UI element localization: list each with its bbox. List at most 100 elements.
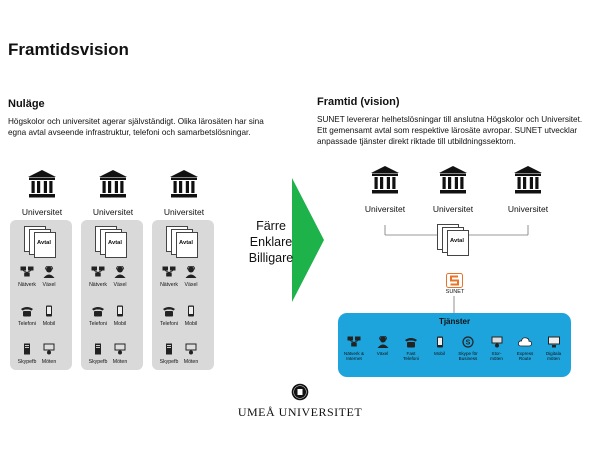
service-item-label-line: Digitala [545, 351, 562, 356]
avtal-label: Avtal [179, 240, 193, 246]
service-item-label-line: Fast [406, 351, 416, 356]
mobile-icon [188, 305, 194, 317]
services-panel [338, 313, 571, 377]
transition-arrow-icon [292, 178, 324, 302]
meeting-icon [491, 336, 502, 348]
skypefb-icon [95, 343, 101, 355]
skypefb-icon [24, 343, 30, 355]
service-label: Telefoni [18, 321, 36, 327]
network-icon [347, 336, 361, 347]
university-label: Universitet [507, 204, 549, 214]
service-label: Möten [183, 359, 199, 365]
sunet-connector [453, 296, 455, 314]
service-item-label-line: Express [516, 351, 534, 356]
operator-icon [114, 266, 126, 278]
service-item-label-line: Telefoni [403, 356, 419, 362]
nulage-line-2: egna avtal avseende infrastruktur, telef… [8, 128, 251, 137]
nulage-description: Högskolor och universitet agerar självst… [8, 116, 293, 138]
service-item-label-line: Business [458, 356, 478, 362]
service-item-label-line: möten [490, 356, 503, 362]
service-item-label-line: Route [518, 356, 532, 362]
doc-sheet-3 [176, 232, 198, 258]
university-label: Universitet [21, 207, 63, 217]
sunet-logo-icon [446, 273, 463, 288]
university-name: UMEÅ UNIVERSITET [237, 405, 363, 419]
agreement-docs: Avtal [24, 226, 58, 258]
phone-icon [405, 338, 417, 348]
service-item: Mobil [427, 336, 453, 356]
service-item-label-line: Växel [376, 351, 389, 356]
service-label: Växel [113, 282, 127, 288]
meeting-icon [185, 343, 197, 355]
mobile-icon [46, 305, 52, 317]
network-icon [162, 266, 176, 277]
service-label: Nätverk [160, 282, 178, 288]
phone-icon [163, 307, 175, 317]
service-label: Möten [112, 359, 128, 365]
operator-icon [185, 266, 197, 278]
agreement-docs: Avtal [95, 226, 129, 258]
operator-icon [376, 336, 389, 348]
service-label: Skypefb [88, 359, 108, 365]
university-building-icon [514, 166, 542, 194]
service-item-label: Nätverk &Internet [341, 351, 367, 362]
university-building-icon [170, 170, 198, 198]
service-item-label-line: Internet [346, 356, 362, 362]
university-label: Universitet [432, 204, 474, 214]
university-seal-icon [291, 383, 309, 401]
university-label: Universitet [364, 204, 406, 214]
avtal-label: Avtal [108, 240, 122, 246]
sunet-label: SUNET [445, 289, 465, 295]
service-label: Nätverk [89, 282, 107, 288]
service-label: Telefoni [160, 321, 178, 327]
service-label: Mobil [42, 321, 56, 327]
service-item: Stor-möten [484, 336, 510, 362]
service-label: Växel [184, 282, 198, 288]
network-icon [20, 266, 34, 277]
university-label: Universitet [92, 207, 134, 217]
shared-agreement-docs: Avtal [437, 224, 471, 256]
university-building-icon [371, 166, 399, 194]
cloud-icon [518, 337, 532, 347]
framtid-line-2: Ett gemensamt avtal som respektive läros… [317, 126, 578, 135]
operator-icon [43, 266, 55, 278]
avtal-label: Avtal [450, 238, 464, 244]
avtal-label: Avtal [37, 240, 51, 246]
page-title: Framtidsvision [8, 40, 129, 59]
benefit-line-2: Enklare [249, 235, 293, 249]
services-title: Tjänster [438, 317, 471, 326]
framtid-line-1: SUNET levererar helhetslösningar till an… [317, 115, 583, 124]
benefits-text: Färre Enklare Billigare [239, 218, 303, 266]
mobile-icon [117, 305, 123, 317]
service-label: Skypefb [159, 359, 179, 365]
screen-icon [547, 336, 560, 348]
nulage-line-1: Högskolor och universitet agerar självst… [8, 117, 264, 126]
service-item-label-line: Stor- [491, 351, 502, 356]
benefit-line-1: Färre [256, 219, 286, 233]
university-building-icon [99, 170, 127, 198]
service-item-label-line: Mobil [434, 351, 445, 356]
framtid-heading: Framtid (vision) [317, 96, 400, 108]
service-label: Möten [41, 359, 57, 365]
service-label: Mobil [184, 321, 198, 327]
phone-icon [21, 307, 33, 317]
doc-sheet-3 [447, 230, 469, 256]
service-item-label-line: möten [547, 356, 560, 362]
meeting-icon [43, 343, 55, 355]
mobile-icon [436, 336, 443, 348]
phone-icon [92, 307, 104, 317]
skypefb-icon [166, 343, 172, 355]
agreement-docs: Avtal [166, 226, 200, 258]
university-building-icon [439, 166, 467, 194]
service-item-label-line: Skype för [458, 351, 478, 356]
service-item-label: Stor-möten [484, 351, 510, 362]
network-icon [91, 266, 105, 277]
service-item-label-line: Nätverk & [343, 351, 365, 356]
